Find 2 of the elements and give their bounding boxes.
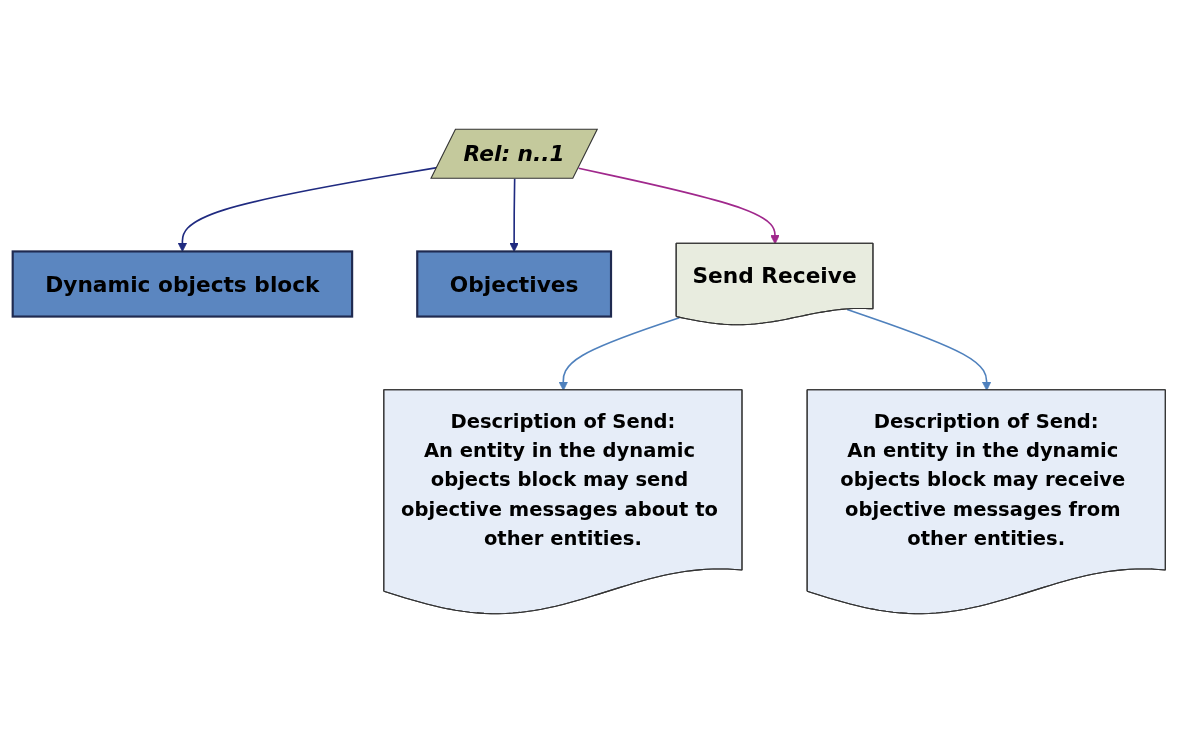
node-box: Objectives: [416, 249, 613, 318]
node-box: Dynamic objects block: [11, 249, 354, 318]
